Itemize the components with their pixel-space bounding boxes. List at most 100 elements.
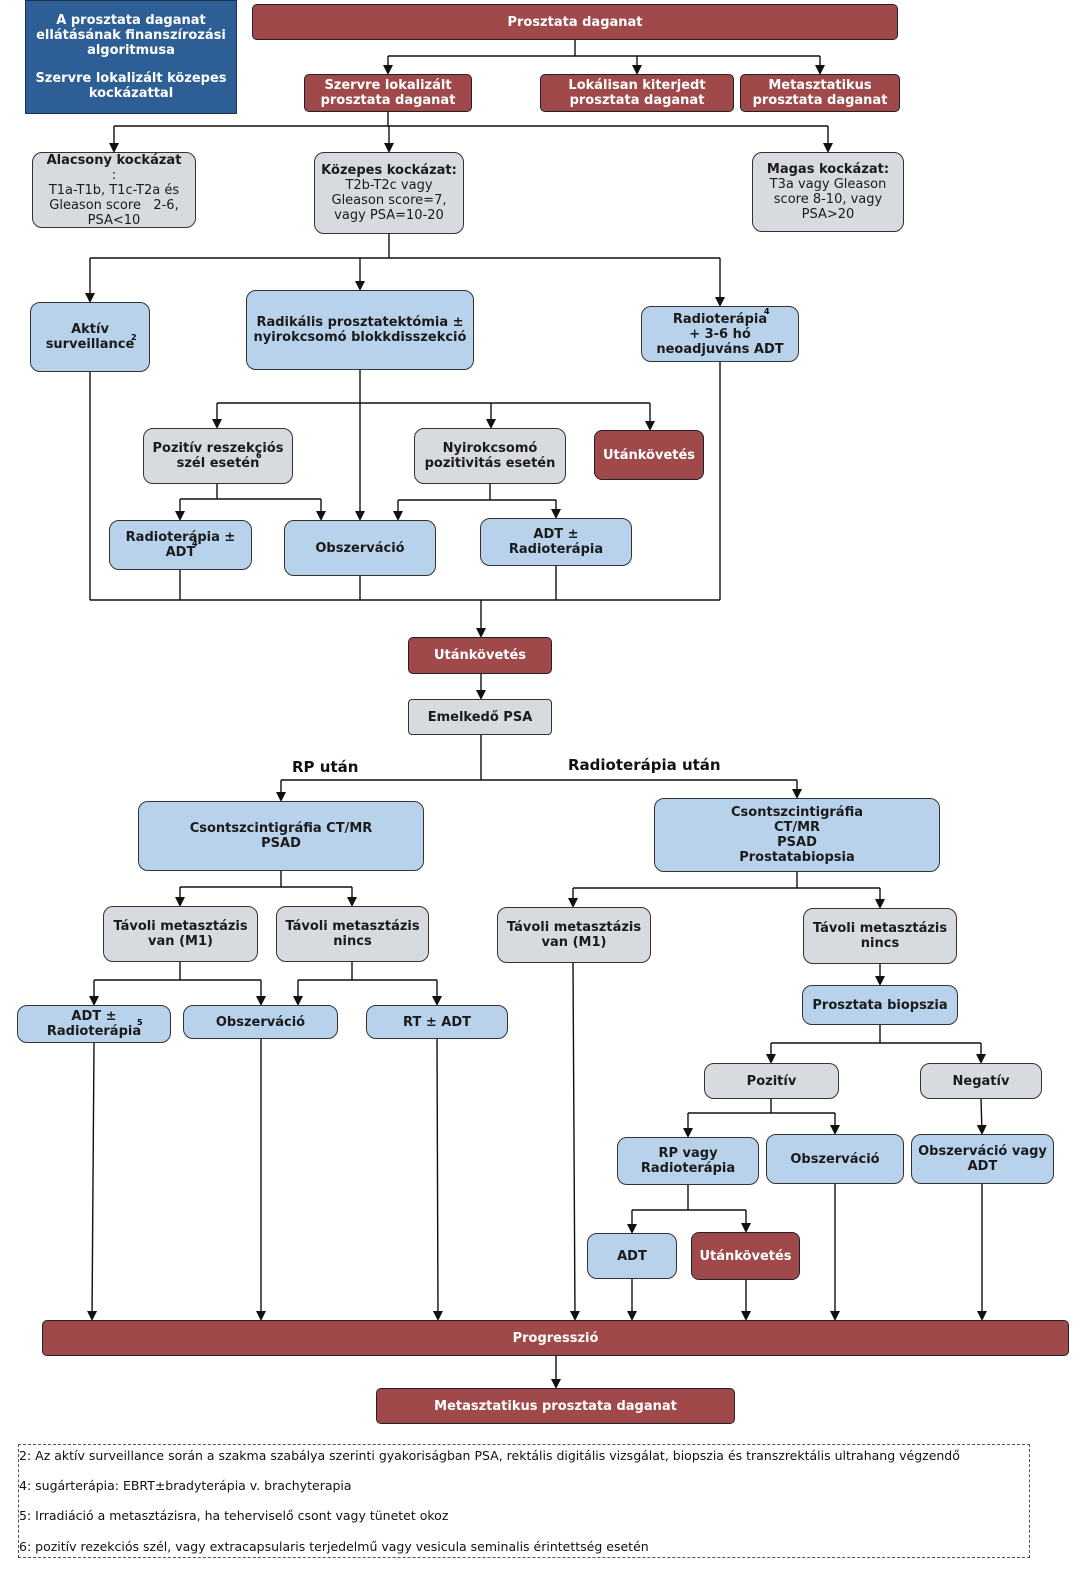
node-negativ: Negatív: [920, 1063, 1042, 1099]
node-obszervacio-3: Obszerváció: [766, 1134, 904, 1184]
node-label: Radioterápia ±: [125, 530, 236, 545]
node-label: pozitivitás esetén: [424, 456, 556, 471]
footnote: 6: pozitív rezekciós szél, vagy extracap…: [19, 1539, 649, 1554]
footnote-ref: 2: [131, 333, 137, 342]
node-label: Szervre lokalizált: [324, 78, 452, 93]
node-text: T2b-T2c vagy: [345, 178, 433, 193]
node-text: Gleason score=7,: [331, 193, 447, 208]
subtitle-line: kockázattal: [88, 86, 174, 101]
node-label: Radioterápia: [672, 311, 768, 327]
connector-arrow: [569, 962, 580, 1321]
node-text: T3a vagy Gleason: [769, 177, 887, 192]
footnote-ref: 5: [137, 1018, 143, 1027]
node-utankovetes-2: Utánkövetés: [408, 637, 552, 674]
node-radikalis-prosztatektomia: Radikális prosztatektómia ±nyirokcsomó b…: [246, 290, 474, 370]
node-text: Gleason score 2-6,: [49, 197, 179, 213]
node-label: RP vagy: [658, 1146, 718, 1161]
node-label: Csontszcintigráfia CT/MR: [189, 821, 373, 836]
node-heading: Magas kockázat:: [766, 162, 890, 177]
node-label: PSAD: [777, 835, 817, 850]
node-label: Prosztata daganat: [507, 14, 643, 30]
node-label: PSAD: [261, 836, 301, 851]
node-label: Pozitív: [746, 1073, 797, 1089]
node-rt-adt: RT ± ADT: [366, 1005, 508, 1039]
node-label: Progresszió: [512, 1330, 599, 1346]
node-label: Utánkövetés: [699, 1248, 792, 1264]
node-label: Nyirokcsomó: [442, 441, 538, 456]
node-label: ADT: [165, 545, 196, 560]
connector-arrow: [87, 1042, 98, 1321]
node-heading: Közepes kockázat:: [321, 163, 457, 178]
node-label: Utánkövetés: [602, 447, 696, 463]
node-text: PSA>20: [801, 207, 855, 222]
node-text: PSA<10: [87, 212, 141, 228]
node-label: ADT: [617, 1248, 647, 1264]
node-text: score 8-10, vagy: [773, 192, 883, 207]
node-label: Obszerváció: [315, 540, 405, 556]
node-label: van (M1): [541, 935, 607, 950]
node-adt-radioterapia-2: ADT ±Radioterápia: [17, 1005, 171, 1043]
node-heading: Alacsony kockázat: [46, 152, 182, 168]
node-label: RT ± ADT: [403, 1014, 471, 1030]
node-label: ADT ± Radioterápia: [508, 527, 604, 557]
connector-arrow: [432, 1038, 443, 1321]
node-emelkedo-psa: Emelkedő PSA: [408, 699, 552, 735]
algorithm-title-box: A prosztata daganat ellátásának finanszí…: [25, 0, 237, 114]
node-progresszio: Progresszió: [42, 1320, 1069, 1356]
node-label: prosztata daganat: [569, 93, 705, 108]
node-label: Metasztatikus prosztata daganat: [434, 1398, 677, 1414]
node-label: Lokálisan kiterjedt: [568, 78, 706, 93]
footnote-ref: 6: [256, 451, 262, 460]
node-heading-colon: :: [111, 167, 117, 183]
node-label: Metasztatikus: [768, 78, 872, 93]
node-prosztata-daganat: Prosztata daganat: [252, 4, 898, 40]
node-label: + 3-6 hó: [689, 326, 751, 342]
node-utankovetes-1: Utánkövetés: [594, 430, 704, 480]
node-label: szél esetén: [176, 456, 260, 471]
node-label: Radioterápia: [640, 1161, 736, 1176]
node-label: Távoli metasztázis: [812, 921, 948, 936]
branch-label-radioterapia-utan: Radioterápia után: [568, 756, 721, 774]
node-text: T1a-T1b, T1c-T2a és: [48, 182, 180, 198]
node-label: surveillance: [45, 337, 135, 352]
node-label: Radioterápia: [46, 1024, 142, 1039]
node-label: neoadjuváns ADT: [656, 341, 784, 357]
node-label: Pozitív reszekciós: [152, 441, 284, 456]
node-adt-radioterapia-1: ADT ± Radioterápia: [480, 518, 632, 566]
node-label: nincs: [860, 936, 900, 951]
node-label: Távoli metasztázis: [506, 920, 642, 935]
node-label: Radikális prosztatektómia ±: [256, 315, 464, 330]
node-label: Prosztata biopszia: [812, 997, 948, 1013]
node-text: vagy PSA=10-20: [334, 208, 444, 223]
node-pozitiv: Pozitív: [704, 1063, 839, 1099]
node-label: Negatív: [952, 1073, 1010, 1089]
node-label: nincs: [333, 934, 372, 949]
footnote: 2: Az aktív surveillance során a szakma …: [19, 1448, 960, 1463]
footnote: 4: sugárterápia: EBRT±bradyterápia v. br…: [19, 1478, 352, 1493]
node-label: ADT: [967, 1159, 998, 1174]
node-prosztata-biopszia: Prosztata biopszia: [802, 985, 958, 1025]
node-label: CT/MR: [773, 820, 821, 835]
node-label: Obszerváció vagy: [918, 1144, 1047, 1159]
node-magas-kockazat: Magas kockázat: T3a vagy Gleason score 8…: [752, 152, 904, 232]
node-label: Utánkövetés: [433, 648, 527, 663]
title-line: A prosztata daganat: [56, 13, 206, 28]
node-label: Aktív: [71, 322, 109, 337]
node-radioterapia-pm-adt: Radioterápia ±ADT: [109, 520, 252, 570]
